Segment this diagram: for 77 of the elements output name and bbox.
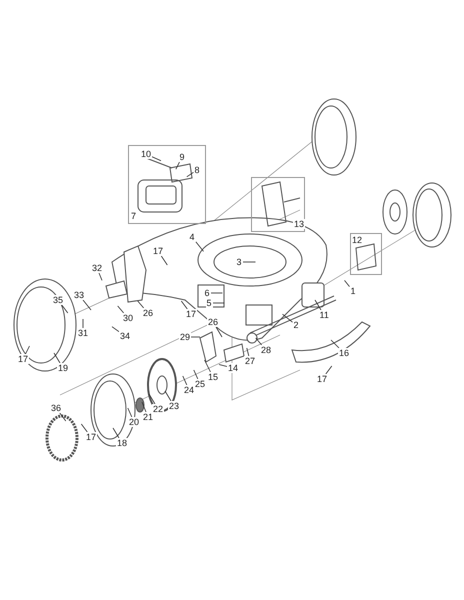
- leader-line: [82, 300, 92, 310]
- leader-line: [344, 280, 350, 287]
- callout-number: 14: [227, 363, 240, 373]
- callout-number: 22: [152, 404, 164, 414]
- leader-line: [54, 352, 60, 364]
- callout-number: 15: [207, 372, 220, 382]
- callout-number: 21: [142, 412, 154, 422]
- callout-number: 35: [52, 295, 64, 305]
- leader-line: [142, 402, 146, 412]
- leader-line: [117, 306, 124, 314]
- leader-line: [61, 304, 68, 314]
- leader-line: [98, 272, 102, 281]
- callout-number: 2: [292, 320, 300, 330]
- leader-line: [193, 370, 198, 380]
- callout-number: 27: [244, 356, 256, 366]
- leader-line: [314, 300, 322, 310]
- leader-line: [160, 256, 168, 266]
- leader-line: [246, 348, 250, 356]
- leader-line: [325, 366, 332, 374]
- callout-number: 24: [183, 385, 196, 395]
- callout-number: 29: [179, 332, 192, 342]
- callout-number: 17: [85, 432, 98, 442]
- callout-number: 17: [316, 374, 328, 384]
- leader-line: [282, 314, 293, 323]
- callout-number: 31: [77, 328, 90, 338]
- callout-number: 19: [57, 363, 70, 373]
- callout-number: 9: [178, 152, 186, 162]
- leader-line: [195, 241, 204, 252]
- callout-number: 32: [91, 263, 104, 273]
- leader-line: [112, 326, 120, 332]
- callout-number: 12: [351, 235, 364, 245]
- leader-line: [137, 300, 144, 308]
- callout-number: 13: [293, 219, 306, 229]
- leader-line: [112, 428, 120, 438]
- callout-frame: [350, 233, 382, 275]
- callout-number: 28: [260, 345, 272, 355]
- callout-number: 10: [140, 149, 152, 159]
- callout-number: 7: [130, 211, 138, 221]
- callout-number: 33: [73, 290, 86, 300]
- callout-number: 17: [185, 309, 198, 319]
- leader-line: [164, 390, 172, 402]
- leader-line: [182, 376, 188, 386]
- leader-line: [204, 360, 211, 372]
- leader-line: [210, 292, 223, 294]
- leader-line: [152, 156, 162, 162]
- leader-line: [218, 364, 228, 367]
- callout-number: 26: [207, 317, 220, 327]
- leader-line: [148, 394, 156, 404]
- leader-line: [212, 302, 225, 304]
- leader-line: [186, 172, 194, 178]
- leader-line: [216, 326, 222, 338]
- callout-number: 17: [17, 354, 30, 364]
- callout-number: 20: [128, 417, 140, 427]
- leader-line: [127, 408, 132, 418]
- callout-frame: [128, 145, 206, 224]
- callout-number: 8: [194, 165, 201, 175]
- leader-line: [82, 318, 84, 328]
- leader-line: [80, 424, 88, 432]
- callout-number: 26: [142, 308, 154, 318]
- callout-number: 17: [152, 246, 164, 256]
- callout-number: 25: [194, 379, 206, 389]
- callout-number: 1: [350, 286, 357, 296]
- callout-frame: [251, 177, 305, 232]
- callout-number: 11: [318, 310, 330, 320]
- callout-number: 18: [116, 438, 128, 448]
- leader-line: [190, 336, 200, 338]
- callout-number: 30: [122, 313, 134, 323]
- callout-number: 36: [50, 403, 62, 413]
- leader-line: [176, 162, 180, 170]
- leader-line: [59, 412, 66, 422]
- callout-number: 23: [168, 401, 180, 411]
- leader-line: [255, 338, 262, 346]
- callout-number: 34: [119, 331, 132, 341]
- callout-number: 16: [338, 348, 350, 358]
- leader-line: [25, 346, 30, 354]
- leader-line: [330, 340, 340, 348]
- leader-line: [180, 300, 188, 310]
